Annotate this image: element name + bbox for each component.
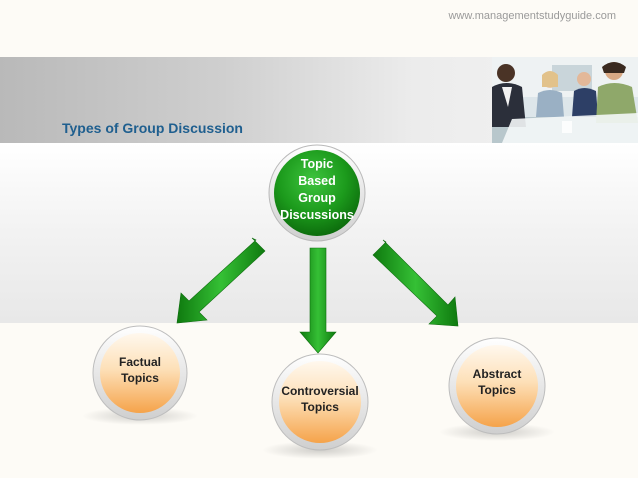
abstract-line: Topics (478, 383, 516, 397)
root-node-label: Topic Based Group Discussions (267, 156, 367, 224)
controversial-line: Controversial (281, 384, 359, 398)
root-node (268, 144, 366, 242)
arrow-to-abstract (372, 239, 459, 327)
arrow-to-controversial (299, 247, 337, 354)
controversial-line: Topics (301, 400, 339, 414)
root-line: Topic (300, 157, 334, 171)
factual-line: Topics (121, 371, 159, 385)
controversial-node (262, 353, 378, 459)
root-line: Discussions (280, 208, 354, 222)
abstract-node-label: Abstract Topics (452, 366, 542, 398)
website-url: www.managementstudyguide.com (448, 10, 616, 22)
abstract-node (439, 337, 555, 441)
page-title: Types of Group Discussion (62, 120, 243, 136)
root-line: Group (298, 191, 336, 205)
root-line: Based (298, 174, 336, 188)
factual-node-label: Factual Topics (95, 354, 185, 386)
factual-line: Factual (118, 355, 161, 369)
header-photo (492, 57, 638, 143)
abstract-line: Abstract (472, 367, 522, 381)
arrow-to-factual (176, 237, 266, 324)
controversial-node-label: Controversial Topics (270, 383, 370, 415)
factual-node (82, 325, 198, 425)
